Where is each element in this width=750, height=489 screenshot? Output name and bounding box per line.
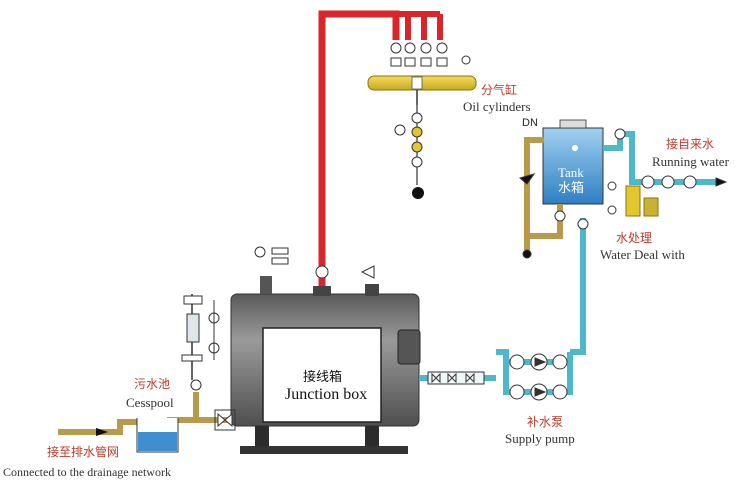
- boiler-top-fittings: [254, 246, 375, 279]
- level-gauge: [181, 294, 220, 391]
- running-water-en-label: Running water: [652, 154, 729, 169]
- steam-pipe: [318, 10, 443, 290]
- drain-cn-label: 接至排水管网: [47, 445, 120, 459]
- water-tank: [542, 119, 604, 205]
- pump-cn-label: 补水泵: [527, 415, 564, 429]
- drain-en-label: Connected to the drainage network: [3, 465, 171, 479]
- cylinders-cn-label: 分气缸: [481, 83, 518, 97]
- tank-cn-label: 水箱: [558, 181, 585, 196]
- running-water-cn-label: 接自来水: [666, 137, 715, 151]
- junction-box: [262, 327, 382, 423]
- supply-pumps: [427, 353, 568, 401]
- running-water-valves: [614, 128, 728, 189]
- cesspool: [96, 418, 179, 453]
- drain-valves: [214, 409, 236, 431]
- tank-overflow-valves: [518, 173, 589, 259]
- pump-en-label: Supply pump: [505, 431, 575, 446]
- water-deal-en-label: Water Deal with: [600, 247, 685, 262]
- junction-box-cn-label: 接线箱: [303, 370, 343, 385]
- cesspool-cn-label: 污水池: [134, 377, 171, 391]
- header-drain: [394, 105, 424, 199]
- junction-box-en-label: Junction box: [285, 386, 368, 403]
- dn-label: DN: [522, 117, 538, 129]
- water-treatment: [607, 181, 659, 217]
- header-valves: [390, 42, 471, 67]
- steam-header: [367, 75, 477, 105]
- cesspool-en-label: Cesspool: [126, 395, 174, 410]
- tank-en-label: Tank: [558, 165, 584, 180]
- cylinders-en-label: Oil cylinders: [463, 99, 531, 114]
- water-deal-cn-label: 水处理: [616, 231, 653, 245]
